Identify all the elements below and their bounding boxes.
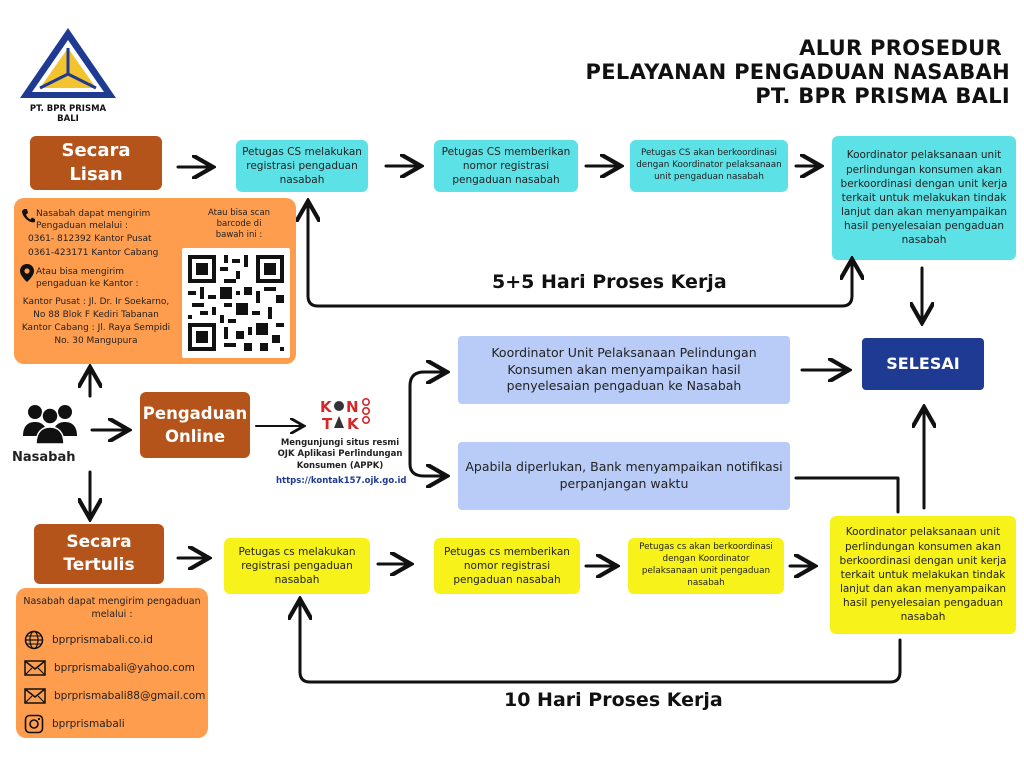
lisan-step-koordinator: Koordinator pelaksanaan unit perlindunga… bbox=[832, 136, 1016, 260]
kontak-157-logo[interactable]: K N T K bbox=[320, 396, 384, 433]
svg-text:T: T bbox=[322, 415, 333, 432]
lisan-step-nomor: Petugas CS memberikan nomor registrasi p… bbox=[434, 140, 578, 192]
mail-icon bbox=[24, 688, 46, 704]
website-text: bprprismabali.co.id bbox=[52, 634, 153, 646]
mail-icon bbox=[24, 660, 46, 676]
email-gmail-text: bprprismabali88@gmail.com bbox=[54, 690, 206, 702]
tertulis-intro: Nasabah dapat mengirim pengaduan melalui… bbox=[23, 596, 201, 620]
company-name: PT. BPR PRISMA BALI bbox=[29, 104, 107, 124]
svg-text:K: K bbox=[347, 415, 360, 432]
tertulis-step-koordinasi: Petugas cs akan berkoordinasi dengan Koo… bbox=[628, 538, 784, 594]
globe-icon bbox=[24, 630, 44, 650]
pengaduan-online-label: Pengaduan Online bbox=[140, 392, 250, 458]
qr-code[interactable] bbox=[182, 248, 290, 358]
phone-number-cabang: 0361-423171 Kantor Cabang bbox=[28, 248, 159, 258]
people-icon bbox=[23, 405, 77, 444]
tertulis-step-registrasi: Petugas cs melakukan registrasi pengadua… bbox=[224, 538, 370, 594]
secara-tertulis-label: Secara Tertulis bbox=[34, 524, 164, 584]
page-title-line3: PT. BPR PRISMA BALI bbox=[755, 84, 1010, 108]
qr-caption: Atau bisa scan barcode di bawah ini : bbox=[207, 208, 271, 241]
tertulis-duration: 10 Hari Proses Kerja bbox=[504, 689, 723, 711]
svg-text:N: N bbox=[346, 398, 359, 416]
tertulis-info-panel: Nasabah dapat mengirim pengaduan melalui… bbox=[16, 588, 208, 738]
appk-link[interactable]: https://kontak157.ojk.go.id bbox=[276, 476, 407, 486]
email-yahoo-text: bprprismabali@yahoo.com bbox=[54, 662, 195, 674]
prisma-triangle-icon bbox=[20, 28, 116, 98]
lisan-info-panel: Nasabah dapat mengirim Pengaduan melalui… bbox=[14, 198, 296, 364]
office-pusat: Kantor Pusat : Jl. Dr. Ir Soekarno, No 8… bbox=[22, 297, 170, 320]
phone-number-pusat: 0361- 812392 Kantor Pusat bbox=[28, 234, 152, 244]
instagram-icon bbox=[24, 714, 44, 734]
loop-tertulis bbox=[300, 602, 902, 684]
contact-email-yahoo[interactable]: bprprismabali@yahoo.com bbox=[24, 660, 195, 676]
nasabah-label: Nasabah bbox=[12, 450, 76, 465]
secara-lisan-label: Secara Lisan bbox=[30, 136, 162, 190]
online-result-hasil: Koordinator Unit Pelaksanaan Pelindungan… bbox=[458, 336, 790, 404]
connector-notifikasi bbox=[794, 476, 900, 514]
online-branch bbox=[408, 372, 444, 432]
contact-instagram[interactable]: bprprismabali bbox=[24, 714, 125, 734]
lisan-step-registrasi: Petugas CS melakukan registrasi pengadua… bbox=[236, 140, 368, 192]
phone-intro: Nasabah dapat mengirim Pengaduan melalui… bbox=[36, 209, 151, 232]
appk-description: Mengunjungi situs resmi OJK Aplikasi Per… bbox=[277, 438, 403, 471]
page-title-line2: PELAYANAN PENGADUAN NASABAH bbox=[585, 60, 1010, 84]
location-pin-icon bbox=[20, 264, 34, 286]
visit-intro: Atau bisa mengirim pengaduan ke Kantor : bbox=[36, 267, 139, 290]
lisan-duration: 5+5 Hari Proses Kerja bbox=[492, 271, 727, 293]
nasabah-group: Nasabah bbox=[10, 400, 86, 470]
office-cabang: Kantor Cabang : Jl. Raya Sempidi No. 30 … bbox=[21, 323, 171, 346]
company-logo: PT. BPR PRISMA BALI bbox=[18, 26, 118, 124]
contact-email-gmail[interactable]: bprprismabali88@gmail.com bbox=[24, 688, 205, 704]
page-title-line1: ALUR PROSEDUR bbox=[799, 36, 1002, 60]
tertulis-step-koordinator: Koordinator pelaksanaan unit perlindunga… bbox=[830, 516, 1016, 634]
qr-code-icon bbox=[184, 251, 288, 355]
svg-text:K: K bbox=[320, 398, 333, 416]
selesai-box: SELESAI bbox=[862, 338, 984, 390]
lisan-step-koordinasi: Petugas CS akan berkoordinasi dengan Koo… bbox=[630, 140, 788, 192]
tertulis-step-nomor: Petugas cs memberikan nomor registrasi p… bbox=[434, 538, 580, 594]
instagram-text: bprprismabali bbox=[52, 718, 125, 730]
online-result-notifikasi: Apabila diperlukan, Bank menyampaikan no… bbox=[458, 442, 790, 510]
phone-icon bbox=[21, 208, 35, 228]
kontak-logo-icon: K N T K bbox=[320, 397, 370, 433]
contact-website[interactable]: bprprismabali.co.id bbox=[24, 630, 153, 650]
